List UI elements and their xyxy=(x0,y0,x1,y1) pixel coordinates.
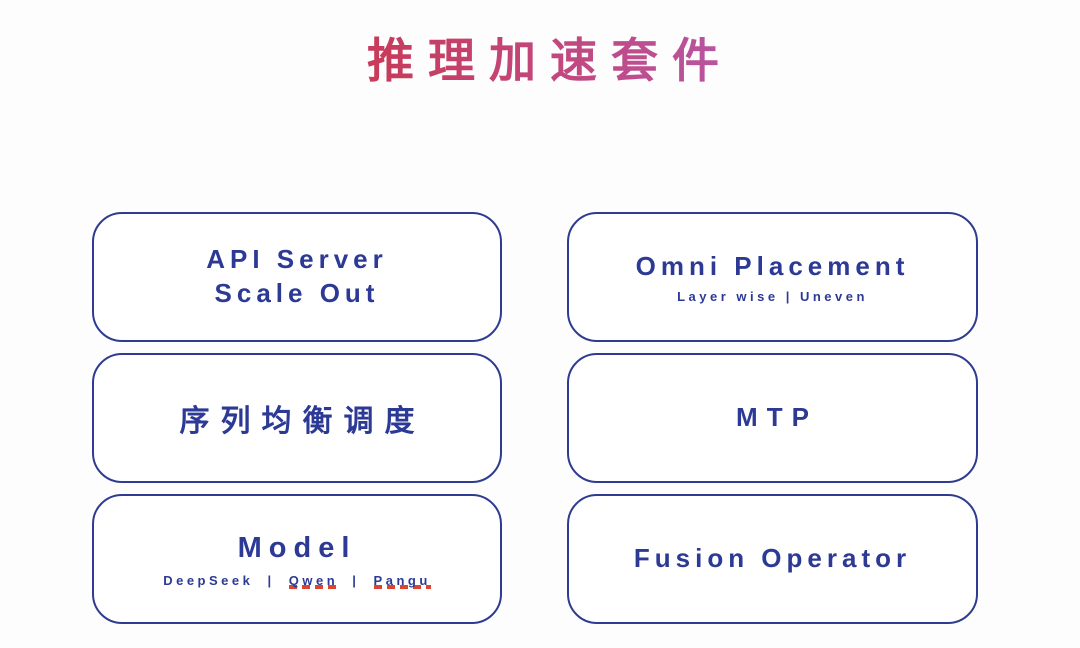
box-api-server-scale-out: API Server Scale Out xyxy=(92,212,502,342)
model-name-pangu: Pangu xyxy=(373,572,431,589)
page-title: 推理加速套件 xyxy=(0,22,1080,91)
box-title-line-1: API Server xyxy=(206,244,388,275)
separator: | xyxy=(352,572,360,588)
model-name-qwen: Qwen xyxy=(288,572,339,589)
box-omni-placement: Omni Placement Layer wise | Uneven xyxy=(567,212,978,342)
box-subtitle: Layer wise | Uneven xyxy=(677,288,868,304)
box-model: Model DeepSeek | Qwen | Pangu xyxy=(92,494,502,624)
box-title: MTP xyxy=(736,402,818,433)
box-title: API Server Scale Out xyxy=(206,243,388,311)
box-title: Fusion Operator xyxy=(633,543,912,574)
model-name-deepseek: DeepSeek xyxy=(163,572,254,588)
box-title: 序列均衡调度 xyxy=(179,405,426,438)
box-title: Omni Placement xyxy=(635,251,910,282)
box-title: Model xyxy=(237,532,357,565)
feature-grid: API Server Scale Out Omni Placement Laye… xyxy=(92,212,978,624)
separator: | xyxy=(267,572,275,588)
box-subtitle: DeepSeek | Qwen | Pangu xyxy=(163,572,431,589)
box-title-line-2: Scale Out xyxy=(214,278,380,308)
box-sequence-balance-scheduling: 序列均衡调度 xyxy=(92,353,502,483)
box-mtp: MTP xyxy=(567,353,978,483)
box-fusion-operator: Fusion Operator xyxy=(567,494,978,624)
